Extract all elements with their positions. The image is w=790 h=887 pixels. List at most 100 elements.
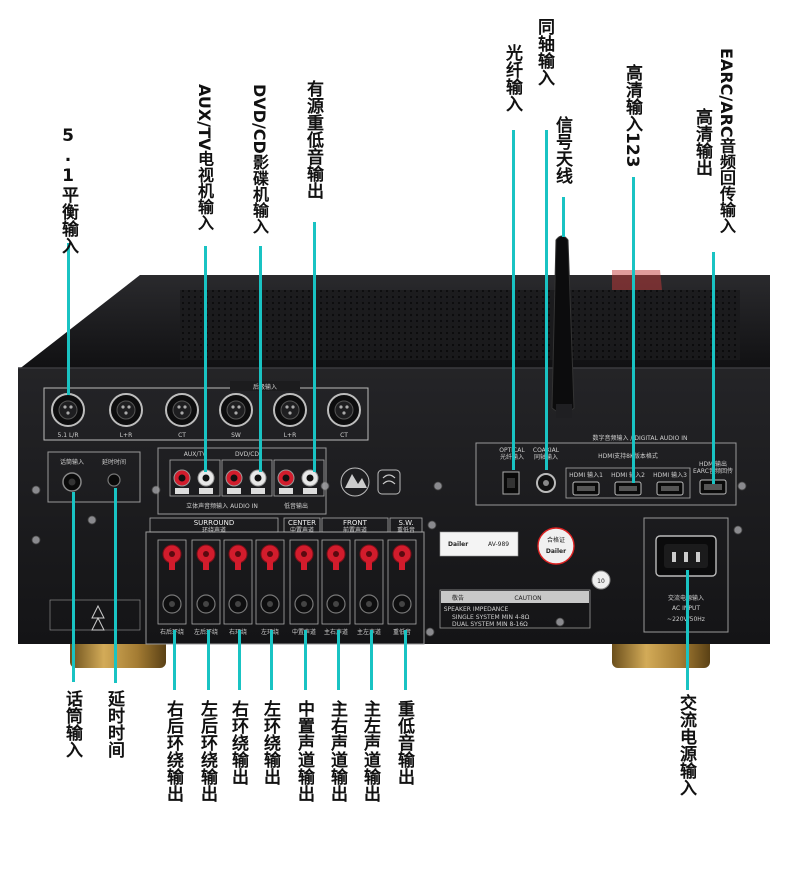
label-signal-antenna: 信号天线 bbox=[552, 116, 572, 184]
speaker-terminal: 重低音 bbox=[387, 539, 417, 636]
sub-out-panel-label: 低音输出 bbox=[284, 502, 308, 510]
center-sub: 中置声道 bbox=[290, 526, 314, 534]
xlr-label: 5.1 L/R bbox=[58, 432, 79, 439]
label-main-right-channel: 主右声道输出 bbox=[327, 700, 347, 802]
caution-line2: DUAL SYSTEM MIN 8-16Ω bbox=[452, 621, 528, 628]
mic-delay-block: 话筒输入 延时时间 bbox=[47, 451, 141, 503]
warning-cn: 敬告 bbox=[452, 594, 464, 602]
callout-line-dvd bbox=[259, 246, 262, 472]
callout-line-mic bbox=[72, 492, 75, 682]
label-balanced-input: 5.1平衡输入 bbox=[58, 126, 78, 254]
hdmi-input-port: HDMI 输入1 bbox=[569, 471, 603, 496]
xlr-connector: CT bbox=[165, 393, 199, 439]
speaker-terminal-label: 重低音 bbox=[393, 628, 411, 636]
speaker-impedance: SPEAKER IMPEDANCE bbox=[444, 606, 509, 613]
model-number: AV-989 bbox=[488, 541, 509, 548]
label-coaxial-input: 同轴输入 bbox=[534, 18, 554, 86]
sw-sub: 重低音 bbox=[397, 526, 415, 534]
callout-line-main-right bbox=[337, 630, 340, 690]
sticker-badge bbox=[591, 570, 611, 590]
callout-line-right-sur bbox=[238, 630, 241, 690]
caution-title: CAUTION bbox=[514, 595, 541, 602]
xlr-connector: CT bbox=[327, 393, 361, 439]
label-subwoofer-output: 重低音输出 bbox=[394, 700, 414, 785]
callout-line-aux bbox=[204, 246, 207, 472]
cert-text: 合格证 bbox=[547, 536, 565, 544]
label-ac-power-input: 交流电源输入 bbox=[676, 694, 696, 796]
rca-jack bbox=[277, 469, 295, 494]
digital-input-label: 数字音频输入 / DIGITAL AUDIO IN bbox=[593, 434, 688, 442]
hdmi-port-label: HDMI 输入1 bbox=[569, 471, 603, 479]
label-hdmi-input: 高清输入123 bbox=[622, 64, 642, 168]
callout-line-center bbox=[304, 630, 307, 690]
callout-line-sub bbox=[313, 222, 316, 472]
xlr-label: CT bbox=[340, 432, 348, 439]
callout-line-delay bbox=[114, 488, 117, 683]
rca-jack bbox=[249, 469, 267, 494]
xlr-label: CT bbox=[178, 432, 186, 439]
rca-jack bbox=[173, 469, 191, 494]
warning-labels bbox=[49, 599, 141, 631]
brand-name: Dailer bbox=[448, 541, 468, 548]
callout-line-subwoofer bbox=[404, 630, 407, 690]
speaker-terminal: 中置声道 bbox=[289, 539, 319, 636]
caution-block: 敬告 CAUTION SPEAKER IMPEDANCE SINGLE SYST… bbox=[439, 589, 591, 629]
hdmi-format-label: HDMI支持8K版本格式 bbox=[598, 452, 658, 460]
brand-logos bbox=[340, 467, 401, 497]
speaker-terminal: 左后环绕 bbox=[191, 539, 221, 636]
callout-line-ac bbox=[686, 570, 689, 690]
label-aux-tv-input: AUX/TV电视机输入 bbox=[195, 84, 214, 231]
speaker-terminal: 主左声道 bbox=[354, 539, 384, 636]
label-earc-input: EARC/ARC音频回传输入 bbox=[717, 48, 736, 234]
callout-line-balanced bbox=[67, 243, 70, 395]
speaker-terminal: 主右声道 bbox=[321, 539, 351, 636]
rca-group-label: 立体声音频输入 AUDIO IN bbox=[186, 502, 258, 510]
surround-sub: 环绕声道 bbox=[202, 526, 226, 534]
caution-line1: SINGLE SYSTEM MIN 4-8Ω bbox=[452, 614, 530, 621]
sticker-number: 10 bbox=[597, 578, 605, 585]
callout-line-rear-right bbox=[173, 630, 176, 690]
delay-panel-label: 延时时间 bbox=[102, 458, 126, 466]
rca-jack bbox=[301, 469, 319, 494]
speaker-terminal-label: 左后环绕 bbox=[194, 628, 218, 636]
rca-jack bbox=[197, 469, 215, 494]
label-delay-time: 延时时间 bbox=[104, 690, 124, 758]
sw-title: S.W. bbox=[398, 519, 413, 527]
front-title: FRONT bbox=[343, 519, 368, 527]
label-center-channel: 中置声道输出 bbox=[294, 700, 314, 802]
callout-line-optical bbox=[512, 130, 515, 470]
xlr-connector: L+R bbox=[273, 393, 307, 439]
callout-line-rear-left bbox=[207, 630, 210, 690]
xlr-connector: SW bbox=[219, 393, 253, 439]
xlr-label: L+R bbox=[120, 432, 133, 439]
hdmi-port-label: HDMI 输入3 bbox=[653, 471, 687, 479]
label-left-surround: 左环绕输出 bbox=[260, 700, 280, 785]
surround-title: SURROUND bbox=[194, 519, 235, 527]
hdmi-port-label: HDMI 输入2 bbox=[611, 471, 645, 479]
front-sub: 前置声道 bbox=[343, 526, 367, 534]
xlr-connector: L+R bbox=[109, 393, 143, 439]
rear-input-title: 后级输入 bbox=[253, 383, 277, 391]
callout-line-hdmi-out bbox=[712, 252, 715, 484]
hdmi-input-port: HDMI 输入2 bbox=[611, 471, 645, 496]
signal-antenna-shape bbox=[551, 235, 575, 418]
xlr-connector: 5.1 L/R bbox=[51, 393, 85, 439]
label-dvd-cd-input: DVD/CD影碟机输入 bbox=[250, 84, 269, 234]
speaker-terminal-label: 右后环绕 bbox=[160, 628, 184, 636]
label-optical-input: 光纤输入 bbox=[502, 44, 522, 112]
label-rear-left-surround: 左后环绕输出 bbox=[197, 700, 217, 802]
speaker-terminal-block: SURROUND 环绕声道 CENTER 中置声道 FRONT 前置声道 S.W… bbox=[145, 517, 425, 645]
callout-line-antenna bbox=[562, 197, 565, 237]
center-title: CENTER bbox=[288, 519, 316, 527]
callout-line-coaxial bbox=[545, 130, 548, 470]
label-rear-right-surround: 右后环绕输出 bbox=[163, 700, 183, 802]
cert-brand: Dailer bbox=[546, 548, 566, 555]
label-active-sub-output: 有源重低音输出 bbox=[303, 80, 323, 199]
callout-line-left-sur bbox=[270, 630, 273, 690]
label-right-surround: 右环绕输出 bbox=[228, 700, 248, 785]
label-main-left-channel: 主左声道输出 bbox=[360, 700, 380, 802]
hdmi-input-port: HDMI 输入3 bbox=[653, 471, 687, 496]
callout-line-main-left bbox=[370, 630, 373, 690]
xlr-label: L+R bbox=[284, 432, 297, 439]
